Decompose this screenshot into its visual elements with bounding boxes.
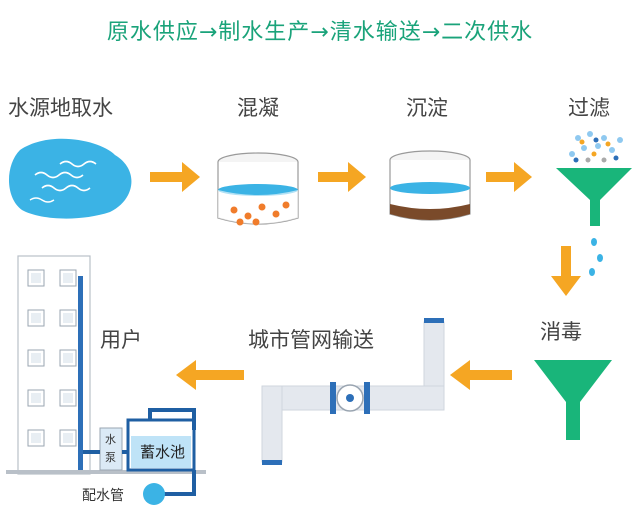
arrow-right-icon	[486, 162, 532, 192]
step-label-disinfection: 消毒	[540, 320, 582, 344]
filter-funnel-icon	[556, 131, 632, 276]
arrow-left-icon	[176, 360, 244, 390]
pump-reservoir-icon: 水 泵 蓄水池 配水管	[82, 408, 196, 505]
arrow-right-icon	[150, 162, 200, 192]
step-label-sedimentation: 沉淀	[406, 96, 448, 120]
step-label-filtration: 过滤	[568, 96, 610, 120]
coagulation-tank-icon	[217, 152, 299, 226]
pump-label-line1: 水	[105, 433, 116, 446]
lake-icon	[8, 138, 132, 219]
building-icon	[6, 255, 206, 475]
arrow-left-icon	[450, 360, 512, 390]
pipe-network-icon	[261, 318, 445, 465]
arrow-down-icon	[551, 246, 581, 296]
pump-label-line2: 泵	[105, 451, 116, 464]
step-label-user: 用户	[100, 328, 142, 352]
step-label-transport: 城市管网输送	[248, 328, 374, 352]
disinfection-funnel-icon	[534, 360, 612, 440]
step-label-source: 水源地取水	[8, 96, 113, 120]
sedimentation-tank-icon	[389, 150, 471, 221]
reservoir-label: 蓄水池	[140, 443, 185, 461]
supply-pipe-label: 配水管	[82, 488, 124, 504]
step-label-coagulation: 混凝	[237, 96, 279, 120]
arrow-right-icon	[318, 162, 366, 192]
diagram-title: 原水供应→制水生产→清水输送→二次供水	[106, 20, 534, 45]
